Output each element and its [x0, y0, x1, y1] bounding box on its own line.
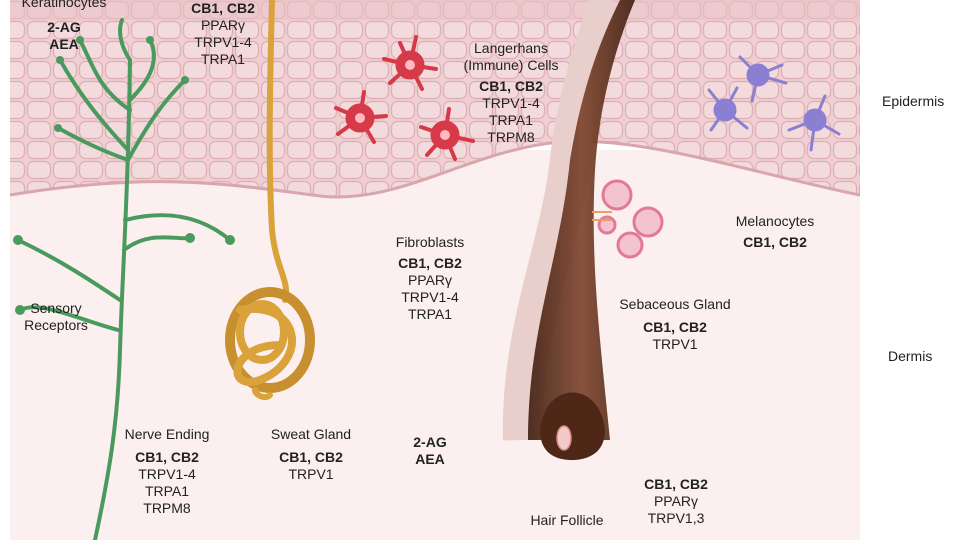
epidermis-label: Epidermis: [882, 93, 945, 109]
follicle-receptor-line: TRPV1,3: [647, 510, 705, 526]
sweat-duct-receptor-line: TRPV1-4: [194, 34, 252, 50]
sebaceous-gland-label: Sebaceous Gland CB1, CB2 TRPV1: [600, 296, 750, 353]
nerve-ending-title: Nerve Ending: [124, 426, 210, 442]
sweat-gland-label: Sweat Gland CB1, CB2 TRPV1: [256, 426, 366, 483]
fibroblasts-receptor-line: TRPV1-4: [401, 289, 459, 305]
sweat-gland-receptor-bold: CB1, CB2: [279, 449, 343, 465]
sebaceous-receptor-bold: CB1, CB2: [643, 319, 707, 335]
keratinocytes-ligand-2: AEA: [49, 36, 79, 52]
langerhans-title-1: Langerhans: [474, 40, 548, 56]
fibroblasts-receptor-line: PPARγ: [407, 272, 453, 288]
langerhans-label: Langerhans (Immune) Cells CB1, CB2 TRPV1…: [446, 40, 576, 146]
hair-follicle-receptors-label: CB1, CB2 PPARγ TRPV1,3: [626, 476, 726, 527]
nerve-ending-receptor-line: TRPA1: [144, 483, 190, 499]
langerhans-receptor-line: TRPM8: [487, 129, 535, 145]
dermis-ligand-1: 2-AG: [413, 434, 447, 450]
hair-follicle-illustration: [502, 0, 635, 460]
sweat-gland-illustration: [225, 0, 315, 401]
sensory-title-2: Receptors: [24, 317, 88, 333]
langerhans-cells-illustration: [334, 35, 475, 161]
sebaceous-gland-illustration: [592, 179, 664, 259]
sweat-duct-receptors-label: CB1, CB2 PPARγ TRPV1-4 TRPA1: [168, 0, 278, 68]
melanocytes-receptor-bold: CB1, CB2: [743, 234, 807, 250]
melanocytes-illustration: [707, 55, 841, 152]
keratinocytes-label: Keratinocytes 2-AG AEA: [14, 0, 114, 53]
nerve-ending-receptor-bold: CB1, CB2: [135, 449, 199, 465]
sweat-duct-receptor-line: PPARγ: [200, 17, 246, 33]
melanocytes-title: Melanocytes: [735, 213, 815, 229]
follicle-receptor-bold: CB1, CB2: [644, 476, 708, 492]
sweat-duct-receptor-bold: CB1, CB2: [191, 0, 255, 16]
nerve-ending-receptor-line: TRPM8: [143, 500, 191, 516]
keratinocytes-title: Keratinocytes: [21, 0, 107, 10]
dermis-label: Dermis: [888, 348, 933, 364]
hair-follicle-label: Hair Follicle: [530, 512, 604, 528]
langerhans-receptor-bold: CB1, CB2: [479, 78, 543, 94]
sweat-gland-title: Sweat Gland: [270, 426, 352, 442]
follicle-receptor-line: PPARγ: [653, 493, 699, 509]
dermis-ligand-2: AEA: [415, 451, 445, 467]
langerhans-receptor-line: TRPA1: [488, 112, 534, 128]
nerve-ending-label: Nerve Ending CB1, CB2 TRPV1-4 TRPA1 TRPM…: [102, 426, 232, 517]
sebaceous-title: Sebaceous Gland: [619, 296, 731, 312]
sensory-title-1: Sensory: [30, 300, 82, 316]
langerhans-receptor-line: TRPV1-4: [482, 95, 540, 111]
sweat-gland-receptor-line: TRPV1: [288, 466, 334, 482]
sensory-receptors-label: Sensory Receptors: [6, 300, 106, 334]
dermis-ligands-label: 2-AG AEA: [395, 434, 465, 468]
fibroblasts-receptor-line: TRPA1: [407, 306, 453, 322]
nerve-ending-receptor-line: TRPV1-4: [138, 466, 196, 482]
keratinocytes-ligand-1: 2-AG: [47, 19, 81, 35]
sweat-duct-receptor-line: TRPA1: [200, 51, 246, 67]
langerhans-title-2: (Immune) Cells: [463, 57, 559, 73]
fibroblasts-label: Fibroblasts CB1, CB2 PPARγ TRPV1-4 TRPA1: [375, 234, 485, 323]
melanocytes-label: Melanocytes CB1, CB2: [720, 213, 830, 251]
fibroblasts-receptor-bold: CB1, CB2: [398, 255, 462, 271]
sebaceous-receptor-line: TRPV1: [652, 336, 698, 352]
fibroblasts-title: Fibroblasts: [395, 234, 465, 250]
